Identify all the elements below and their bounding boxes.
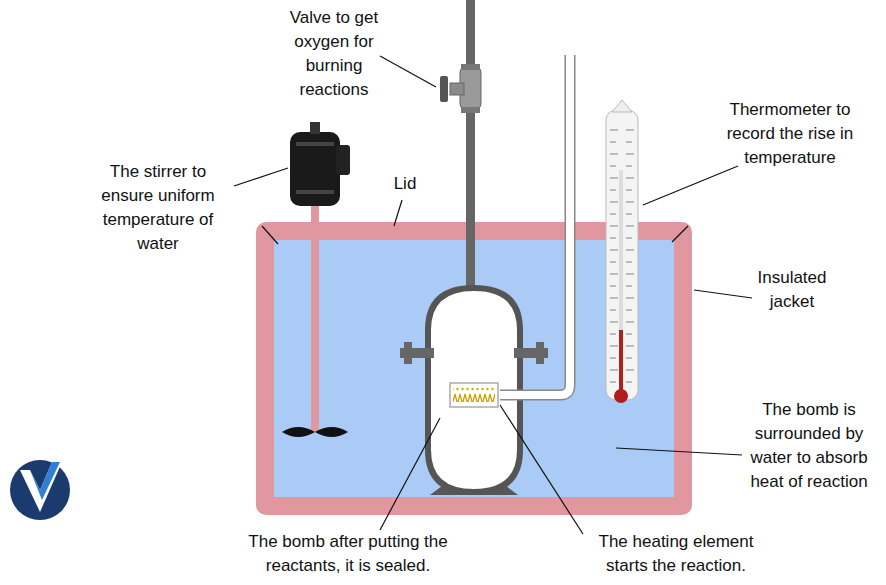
lid-label: Lid bbox=[385, 172, 425, 196]
bomb-clamps bbox=[400, 342, 548, 364]
stirrer-motor bbox=[290, 122, 350, 206]
ignition-tube bbox=[500, 55, 570, 395]
water-label: The bomb is surrounded by water to absor… bbox=[736, 398, 882, 494]
leader-lines bbox=[234, 56, 752, 534]
valve bbox=[440, 64, 481, 113]
bomb-label: The bomb after putting the reactants, it… bbox=[228, 530, 468, 578]
jacket-label: Insulated jacket bbox=[742, 266, 842, 314]
stirrer-paddle bbox=[282, 427, 348, 437]
oxygen-pipe bbox=[466, 0, 475, 300]
thermometer-label: Thermometer to record the rise in temper… bbox=[720, 98, 860, 170]
thermometer bbox=[606, 100, 638, 403]
stirrer-label: The stirrer to ensure uniform temperatur… bbox=[83, 160, 233, 256]
logo bbox=[10, 460, 70, 520]
stirrer-rod bbox=[311, 206, 319, 432]
valve-label: Valve to get oxygen for burning reaction… bbox=[274, 6, 394, 102]
heating-element-label: The heating element starts the reaction. bbox=[576, 530, 776, 578]
heating-element bbox=[450, 383, 498, 407]
